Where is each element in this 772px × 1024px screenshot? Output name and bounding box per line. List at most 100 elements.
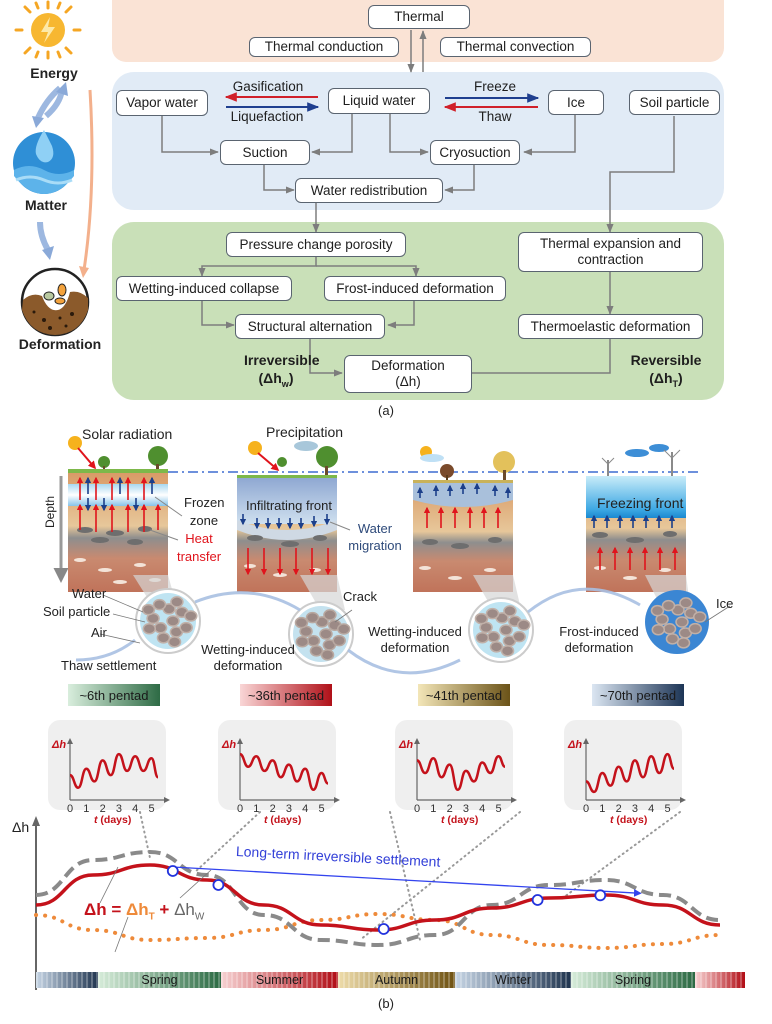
soil-particle: [651, 623, 666, 636]
heat-transfer-line2: transfer: [176, 548, 222, 564]
arrow-right-icon: [511, 797, 517, 803]
frost-line2: deformation: [564, 640, 634, 656]
suction-box: Suction: [220, 140, 310, 165]
eq-t-part: Δh: [125, 900, 149, 919]
mini-x-tick: 1: [599, 803, 605, 815]
soil-profile-wetting-2: [413, 446, 515, 592]
mini-x-tick: 2: [616, 803, 622, 815]
deformation-line1: Deformation: [371, 358, 445, 374]
soil-particle: [179, 621, 193, 634]
mini-y-label: Δh: [398, 739, 413, 751]
infiltrating-front-label: Infiltrating front: [246, 498, 332, 513]
mini-x-tick: 3: [286, 803, 292, 815]
season-segment: Winter: [455, 972, 571, 988]
soil-particle: [517, 619, 531, 631]
main-y-axis-label: Δh: [12, 819, 30, 835]
soil-particle: [489, 641, 504, 653]
mini-x-label: t (days): [441, 814, 478, 826]
soil-particle: [141, 603, 156, 616]
mini-x-tick: 3: [632, 803, 638, 815]
mini-x-tick: 3: [463, 803, 469, 815]
leader-line: [114, 916, 129, 953]
mini-x-tick: 5: [318, 803, 324, 815]
soil-particle: [512, 630, 526, 643]
frozen-zone-line1: Frozen: [184, 495, 225, 510]
thermal-expansion-box: Thermal expansion and contraction: [518, 232, 703, 272]
soil-particle: [500, 645, 515, 657]
leader-lines: [99, 594, 731, 644]
curve-marker: [166, 865, 179, 877]
pressure-change-porosity-box: Pressure change porosity: [226, 232, 406, 257]
mini-x-tick: 4: [302, 803, 308, 815]
soil-particle: [337, 623, 351, 635]
soil-particle: [661, 599, 676, 612]
wetting-2-line1: Wetting-induced: [368, 624, 462, 639]
soil-particle: [665, 633, 680, 645]
caption-b: (b): [378, 996, 394, 1011]
arrow-up-icon: [67, 738, 73, 744]
air-label: Air: [91, 625, 107, 640]
water-label: Water: [72, 586, 107, 601]
soil-particle: [688, 622, 702, 635]
mini-x-tick: 2: [447, 803, 453, 815]
soil-particle: [675, 616, 689, 628]
curve-marker: [377, 923, 390, 935]
arrow-up-icon: [237, 738, 243, 744]
freezing-front-label: Freezing front: [597, 495, 684, 511]
wetting-1-line1: Wetting-induced: [201, 642, 295, 657]
ice-box: Ice: [548, 90, 604, 115]
soil-particles: [141, 596, 707, 661]
precipitation-label: Precipitation: [266, 424, 344, 440]
process-arrows: [75, 587, 641, 675]
thaw-settlement-label: Thaw settlement: [61, 658, 157, 673]
reversible-sym-text: (Δh: [649, 369, 673, 386]
eq-lhs: Δh: [84, 900, 107, 919]
wetting-1-line2: deformation: [213, 658, 283, 674]
season-segment: [695, 972, 745, 988]
guide-dotted-line: [389, 811, 421, 941]
soil-particle: [152, 598, 167, 611]
series-dashed-gray: [35, 849, 721, 948]
thermal-expansion-line2: contraction: [577, 252, 644, 267]
mini-x-tick: 0: [237, 803, 243, 815]
tree-icon: [440, 464, 454, 478]
deformation-box: Deformation (Δh): [344, 355, 472, 393]
season-segment: [36, 972, 98, 988]
reversible-title: Reversible: [630, 352, 702, 368]
mini-x-tick: 1: [430, 803, 436, 815]
mini-series-line: [69, 752, 159, 789]
mini-series-line: [416, 754, 506, 792]
soil-particle: [474, 612, 489, 625]
season-segment: Summer: [221, 972, 338, 988]
liquefaction-label: Liquefaction: [230, 109, 304, 124]
mini-series-line: [585, 752, 675, 794]
mini-x-tick: 5: [148, 803, 154, 815]
soil-particle: [320, 649, 335, 661]
season-segment: Autumn: [338, 972, 455, 988]
arrow-up-icon: [583, 738, 589, 744]
sun-icon: [68, 436, 82, 450]
reversible-symbol: (ΔhT): [649, 369, 683, 389]
frozen-zone-line2: zone: [189, 512, 219, 528]
frost-deformation-box: Frost-induced deformation: [324, 276, 506, 301]
vapor-water-box: Vapor water: [116, 90, 208, 116]
irreversible-title: Irreversible: [244, 352, 320, 368]
matter-label: Matter: [24, 197, 67, 213]
soil-particle: [676, 637, 691, 649]
pentad-badge: ~41th pentad: [418, 684, 510, 706]
thermal-convection-box: Thermal convection: [440, 37, 591, 57]
caption-a: (a): [378, 403, 394, 418]
leader-line: [179, 869, 212, 899]
sun-lightning-icon: [14, 0, 82, 60]
soil-particle: [475, 631, 490, 644]
solar-radiation-label: Solar radiation: [82, 426, 173, 442]
soil-particle: [170, 596, 184, 608]
mini-series-line: [239, 752, 329, 792]
